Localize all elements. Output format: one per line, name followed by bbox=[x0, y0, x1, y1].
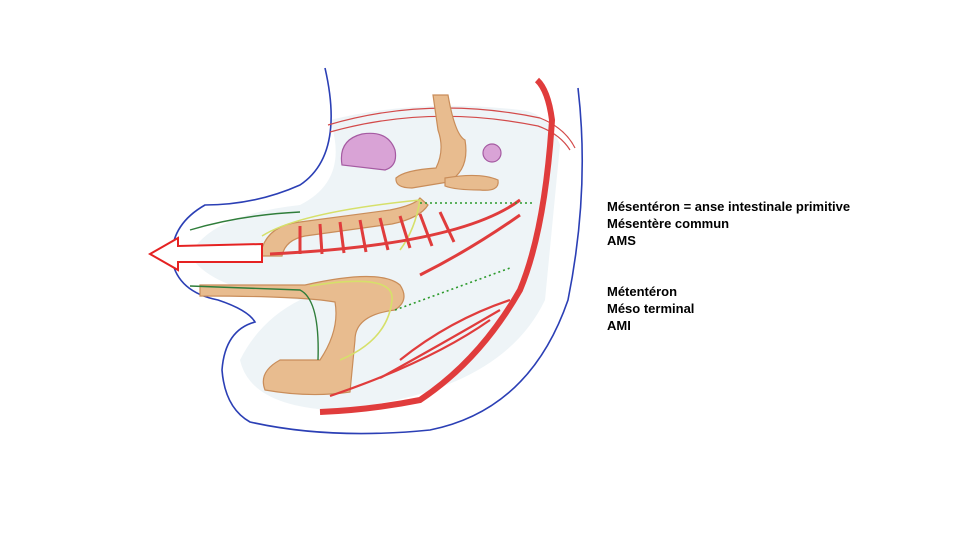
leader-line-2 bbox=[394, 267, 511, 311]
label-mesenteron: Mésentéron = anse intestinale primitive bbox=[607, 199, 851, 214]
midgut-lower bbox=[199, 275, 405, 396]
dorsal-wall bbox=[327, 107, 576, 149]
small-organ bbox=[482, 143, 502, 163]
label-ams: AMS bbox=[607, 233, 636, 248]
label-metenteron: Métentéron bbox=[607, 284, 678, 299]
ami-branches bbox=[329, 298, 511, 398]
aorta bbox=[319, 77, 556, 415]
peritoneum-line bbox=[189, 211, 319, 361]
label-group-mesenteron: Mésentéron = anse intestinale primitive … bbox=[607, 198, 857, 249]
label-mesentere-commun: Mésentère commun bbox=[607, 216, 730, 231]
left-arrow bbox=[147, 236, 263, 272]
foregut-branch bbox=[444, 174, 499, 191]
mesentery-outline bbox=[261, 199, 421, 361]
ams-branches bbox=[269, 198, 521, 277]
body-wall-outline bbox=[171, 67, 584, 435]
label-ami: AMI bbox=[607, 318, 631, 333]
label-group-metenteron: Métentéron Méso terminal AMI bbox=[607, 283, 857, 334]
dorsal-wall-inner bbox=[329, 115, 571, 151]
stomach-shape bbox=[340, 132, 397, 171]
label-meso-terminal: Méso terminal bbox=[607, 301, 695, 316]
foregut-tube bbox=[395, 94, 467, 189]
label-panel: Mésentéron = anse intestinale primitive … bbox=[607, 198, 857, 334]
